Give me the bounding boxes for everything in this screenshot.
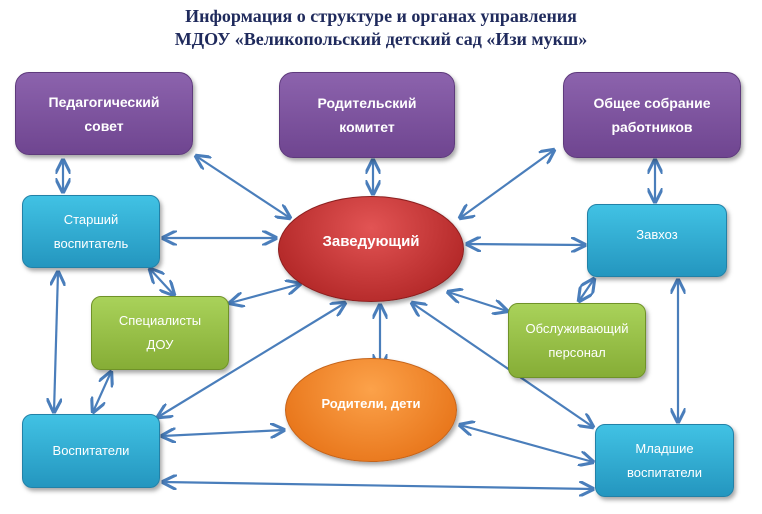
node-zaveduyushiy: Заведующий — [278, 196, 464, 302]
arrow-vospitateli-roditeli — [162, 430, 284, 436]
node-label: Педагогический — [48, 93, 160, 110]
arrow-roditeli-mladshie — [460, 425, 593, 462]
node-label: Заведующий — [322, 233, 420, 250]
node-obsluzh-personal: Обслуживающий персонал — [508, 303, 646, 378]
diagram-title-line2: МДОУ «Великопольский детский сад «Изи му… — [174, 29, 588, 49]
arrow-zaveduyushiy-mladshie — [412, 303, 593, 427]
node-label: Старший — [63, 211, 119, 227]
node-obshee-sobranie: Общее собрание работников — [563, 72, 741, 158]
node-label: совет — [84, 117, 124, 134]
node-label: ДОУ — [146, 337, 174, 352]
node-label: Родители, дети — [321, 396, 421, 411]
arrow-starshiy-vospitateli — [54, 272, 58, 412]
arrow-zaveduyushiy-vospitateli — [158, 303, 345, 417]
node-label: воспитатели — [627, 464, 702, 480]
node-label: Общее собрание — [593, 95, 711, 111]
node-label: воспитатель — [53, 235, 129, 251]
diagram-title-line1: Информация о структуре и органах управле… — [185, 6, 577, 26]
node-roditeli-deti: Родители, дети — [285, 358, 457, 462]
node-label: Специалисты — [118, 313, 202, 328]
node-label: работников — [611, 119, 693, 135]
node-label: Завхоз — [636, 226, 678, 242]
arrow-vospitateli-mladshie — [163, 482, 593, 489]
arrow-sobranie-zaveduyushiy — [460, 150, 554, 218]
node-label: Обслуживающий — [525, 320, 629, 336]
arrow-starshiy-specialisty — [150, 269, 174, 295]
node-starshiy-vospitatel: Старший воспитатель — [22, 195, 160, 268]
node-label: комитет — [339, 119, 395, 135]
arrow-pedsovet-zaveduyushiy — [196, 156, 290, 218]
node-zavhoz: Завхоз — [587, 204, 727, 277]
arrow-zaveduyushiy-obsluzh — [448, 292, 507, 311]
node-label: Воспитатели — [52, 443, 130, 458]
node-label: персонал — [548, 344, 606, 360]
node-ped-sovet: Педагогический совет — [15, 72, 193, 155]
arrow-zavhoz-obsluzh — [579, 279, 594, 301]
node-label: Младшие — [635, 440, 694, 456]
node-rod-komitet: Родительский комитет — [279, 72, 455, 158]
arrow-specialisty-vospitateli — [93, 372, 111, 412]
arrow-specialisty-zaveduyushiy — [230, 284, 300, 303]
node-mladshie-vospitateli: Младшие воспитатели — [595, 424, 734, 497]
node-label: Родительский — [317, 95, 417, 111]
node-vospitateli: Воспитатели — [22, 414, 160, 488]
arrow-zaveduyushiy-zavhoz — [467, 244, 585, 245]
